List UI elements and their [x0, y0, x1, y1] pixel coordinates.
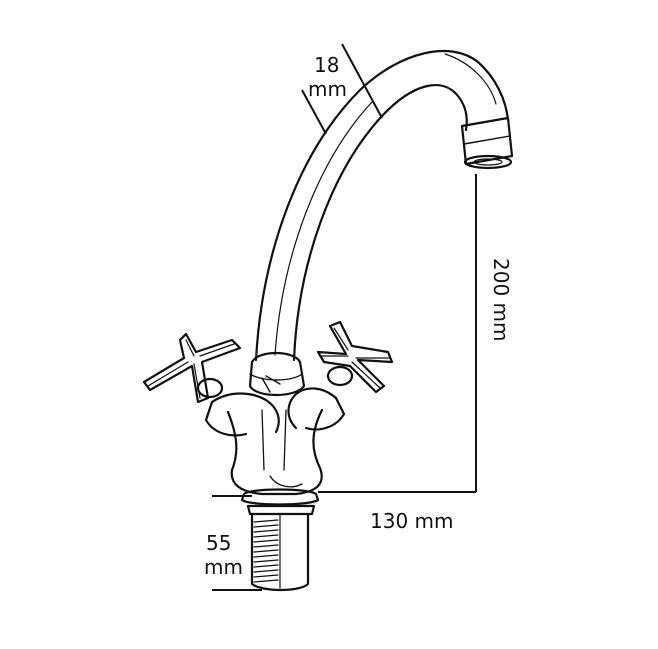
thread-line [253, 544, 279, 548]
thread-line [253, 569, 279, 573]
aerator [460, 116, 514, 170]
dimension-lines [212, 43, 477, 591]
thread-line [253, 564, 279, 568]
threaded-shank [250, 512, 310, 592]
spout-collar [248, 351, 306, 396]
thread-line [253, 554, 279, 558]
thread-line [253, 559, 279, 563]
shank-length-value: 55 [206, 531, 231, 555]
pipe-diameter-unit: mm [308, 77, 347, 101]
reach-label: 130 mm [370, 509, 454, 533]
thread-line [253, 539, 279, 543]
thread-line [253, 549, 279, 553]
faucet-body [204, 387, 346, 496]
right-cross-handle [316, 320, 394, 394]
thread-line [253, 574, 279, 578]
thread-line [253, 579, 279, 583]
height-label: 200 mm [489, 258, 513, 342]
thread-line [253, 519, 279, 523]
thread-line [253, 534, 279, 538]
diameter-leader-line [341, 43, 383, 119]
diameter-leader-line-2 [301, 89, 327, 135]
spout [254, 49, 510, 362]
left-cross-handle [142, 332, 242, 404]
thread-line [253, 529, 279, 533]
base-flange [240, 488, 320, 516]
pipe-diameter-value: 18 [314, 53, 339, 77]
thread-line [253, 524, 279, 528]
shank-length-unit: mm [204, 555, 243, 579]
